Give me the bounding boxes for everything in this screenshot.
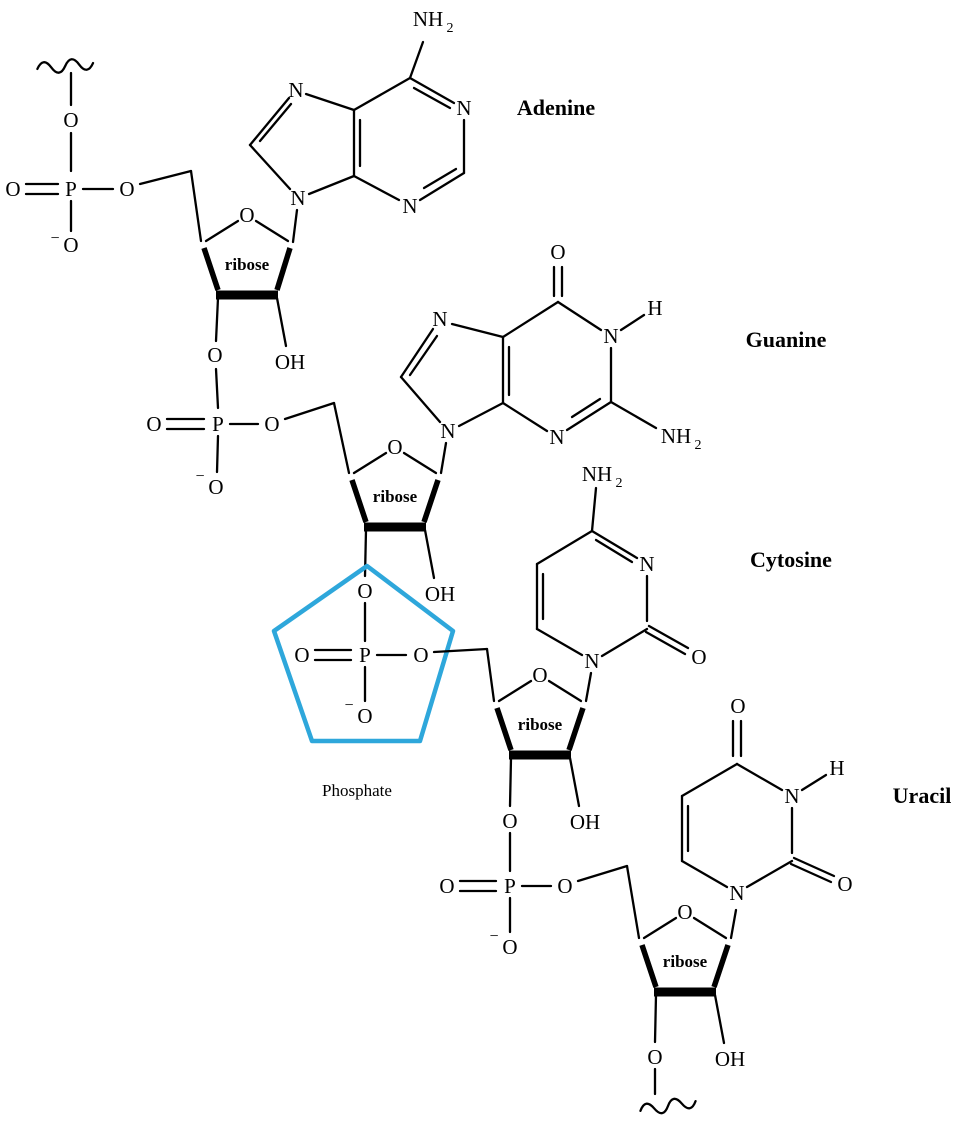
phosphate-4: O O P O − O	[439, 809, 641, 959]
chain-bottom	[639, 1067, 697, 1115]
negative-charge: −	[344, 697, 353, 714]
hydroxyl-group: OH	[275, 350, 305, 374]
base-label-cytosine: Cytosine	[750, 547, 832, 572]
nitrogen-atom: N	[603, 324, 618, 348]
phosphorus-atom: P	[212, 412, 224, 436]
phosphate-highlight-pentagon	[271, 563, 456, 744]
nitrogen-atom: N	[549, 425, 564, 449]
chain-squiggle-top	[36, 58, 95, 74]
amino-group: NH	[582, 462, 612, 486]
hydroxyl-group: OH	[715, 1047, 745, 1071]
oxygen-atom: O	[294, 643, 309, 667]
oxygen-atom: O	[5, 177, 20, 201]
oxygen-atom: O	[207, 343, 222, 367]
amino-subscript: 2	[447, 21, 454, 36]
amino-subscript: 2	[695, 438, 702, 453]
phosphorus-atom: P	[65, 177, 77, 201]
nitrogen-atom: N	[456, 96, 471, 120]
base-label-uracil: Uracil	[893, 783, 952, 808]
base-label-adenine: Adenine	[517, 95, 595, 120]
ribose-4: O ribose O OH	[639, 900, 745, 1071]
oxygen-atom: O	[357, 704, 372, 728]
oxygen-atom: O	[502, 809, 517, 833]
ribose-label-4: ribose	[663, 952, 708, 971]
oxygen-atom: O	[119, 177, 134, 201]
ribose-label-2: ribose	[373, 487, 418, 506]
ribose-label-1: ribose	[225, 255, 270, 274]
adenine-base: N N N N NH 2 Adenine	[248, 7, 595, 218]
nitrogen-atom: N	[440, 419, 455, 443]
guanine-base: O N N N H N NH 2 Guanine	[399, 240, 827, 453]
ring-oxygen-atom: O	[677, 900, 692, 924]
ribose-label-3: ribose	[518, 715, 563, 734]
phosphate-3-highlighted: O O P O − O Phosphate	[271, 563, 496, 800]
oxygen-atom: O	[357, 579, 372, 603]
hydroxyl-group: OH	[425, 582, 455, 606]
ring-oxygen-atom: O	[387, 435, 402, 459]
nitrogen-atom: N	[290, 186, 305, 210]
hydroxyl-group: OH	[570, 810, 600, 834]
ribose-3: O ribose OH	[494, 663, 600, 834]
oxygen-atom: O	[691, 645, 706, 669]
oxygen-atom: O	[730, 694, 745, 718]
oxygen-atom: O	[557, 874, 572, 898]
nitrogen-atom: N	[639, 552, 654, 576]
nitrogen-atom: N	[729, 881, 744, 905]
phosphate-2: O P O − O	[146, 367, 351, 499]
oxygen-atom: O	[264, 412, 279, 436]
ribose-1: O ribose O OH	[201, 203, 305, 374]
oxygen-atom: O	[208, 475, 223, 499]
ring-oxygen-atom: O	[532, 663, 547, 687]
oxygen-atom: O	[63, 108, 78, 132]
phosphorus-atom: P	[504, 874, 516, 898]
nitrogen-atom: N	[432, 307, 447, 331]
chain-squiggle-bottom	[639, 1097, 697, 1115]
cytosine-base: N N O NH 2 Cytosine	[535, 462, 832, 673]
negative-charge: −	[195, 468, 204, 485]
uracil-base: N N H O O Uracil	[680, 694, 952, 905]
nitrogen-atom: N	[584, 649, 599, 673]
negative-charge: −	[489, 928, 498, 945]
oxygen-atom: O	[550, 240, 565, 264]
phosphorus-atom: P	[359, 643, 371, 667]
hydrogen-atom: H	[829, 756, 844, 780]
nitrogen-atom: N	[784, 784, 799, 808]
amino-subscript: 2	[616, 476, 623, 491]
base-label-guanine: Guanine	[746, 327, 827, 352]
negative-charge: −	[50, 230, 59, 247]
oxygen-atom: O	[439, 874, 454, 898]
oxygen-atom: O	[502, 935, 517, 959]
amino-group: NH	[413, 7, 443, 31]
oxygen-atom: O	[837, 872, 852, 896]
oxygen-atom: O	[413, 643, 428, 667]
oxygen-atom: O	[647, 1045, 662, 1069]
nitrogen-atom: N	[402, 194, 417, 218]
ring-oxygen-atom: O	[239, 203, 254, 227]
oxygen-atom: O	[146, 412, 161, 436]
chain-top: O O P O − O	[5, 58, 203, 257]
hydrogen-atom: H	[647, 296, 662, 320]
phosphate-highlight-label: Phosphate	[322, 781, 392, 800]
nitrogen-atom: N	[288, 78, 303, 102]
amino-group: NH	[661, 424, 691, 448]
oxygen-atom: O	[63, 233, 78, 257]
